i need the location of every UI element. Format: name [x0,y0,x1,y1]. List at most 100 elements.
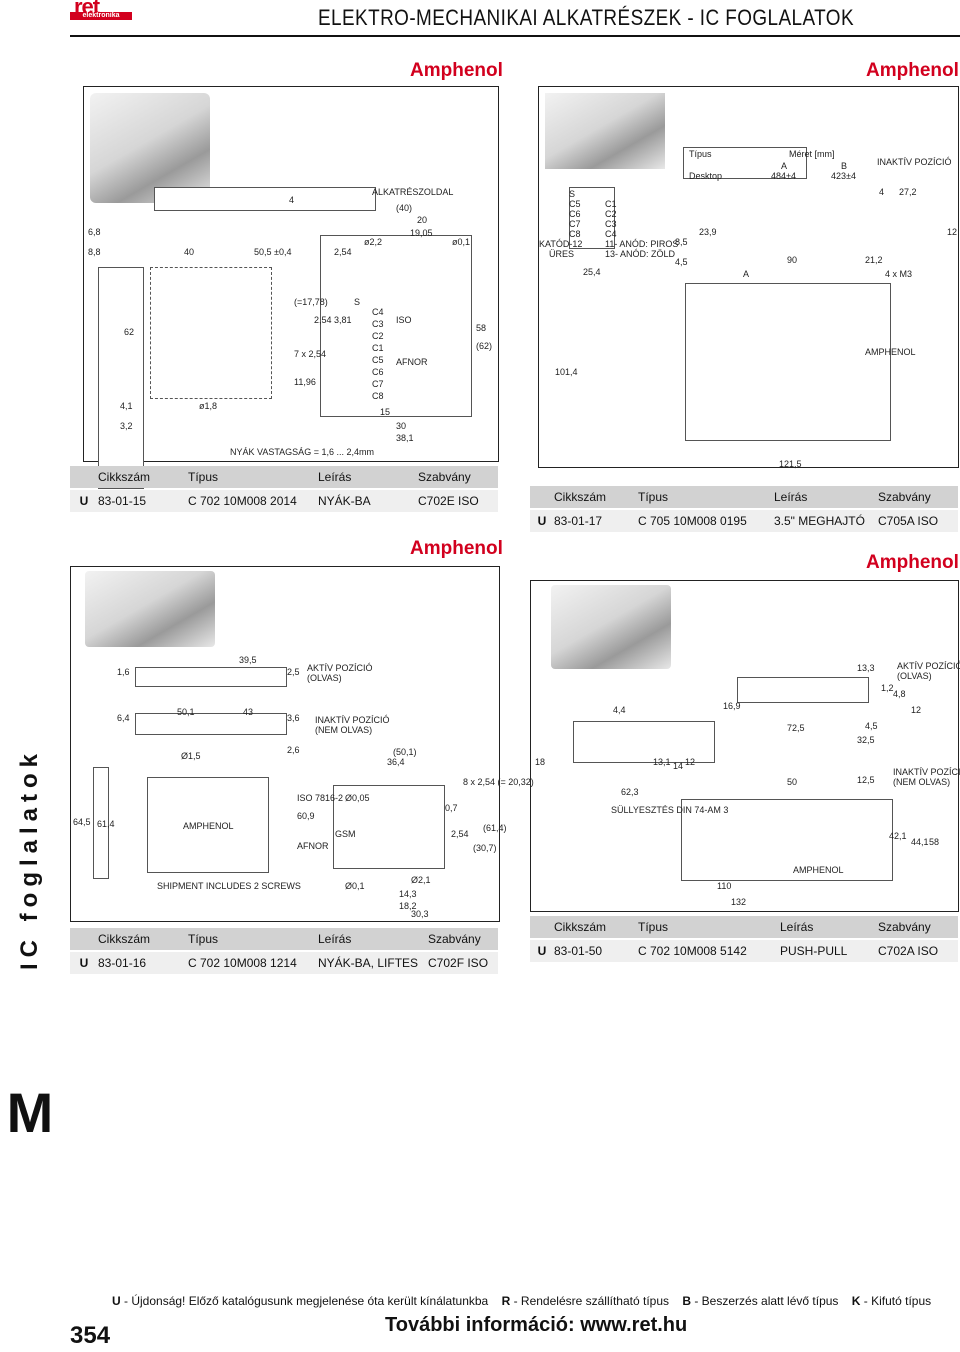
top-side-view-drawing [737,677,869,703]
dim-label: ALKATRÉSZOLDAL [372,187,454,197]
dim-label: 58 [476,323,487,333]
col-header: Cikkszám [98,932,151,946]
type: C 702 10M008 5142 [638,944,747,958]
dim-label: C2 [372,331,384,341]
dim-label: 6,4 [117,713,130,723]
more-info-link[interactable]: További információ: www.ret.hu [385,1314,688,1336]
product-photo [85,571,215,647]
dim-label: C3 [372,319,384,329]
description: NYÁK-BA [318,494,371,508]
product-table-83-01-17: Cikkszám Típus Leírás Szabvány U 83-01-1… [530,486,958,532]
contact-layout-drawing [320,235,472,417]
col-header: Leírás [780,920,814,934]
dim-label: 18 [535,757,546,767]
status-mark: U [79,956,89,970]
dim-label: 64,5 [73,817,91,827]
edge-view-drawing [93,767,109,879]
brand-label-1: Amphenol [410,60,503,81]
dim-label: 50,1 [177,707,195,717]
dim-label: 6,8 [88,227,101,237]
product-photo [90,93,210,203]
dim-label: 43 [243,707,254,717]
dim-label: 8 x 2,54 (= 20,32) [463,777,534,787]
dim-label: 15 [380,407,391,417]
dim-label: 4,4 [613,705,626,715]
dim-label: 11- ANÓD: PIROS [605,239,679,249]
dim-label: C7 [569,219,581,229]
standard: C702A ISO [878,944,939,958]
pinout-drawing [569,187,615,249]
type-table-cell: 423±4 [831,171,856,181]
dim-label: 36,4 [387,757,405,767]
col-header: Típus [188,932,219,946]
dim-label: ø1,8 [199,401,218,411]
dim-label: 25,4 [583,267,601,277]
description: PUSH-PULL [780,944,848,958]
dim-label: 4 [879,187,885,197]
table-row[interactable]: U 83-01-50 C 702 10M008 5142 PUSH-PULL C… [530,940,958,962]
dim-label: AMPHENOL [865,347,916,357]
dim-label: AMPHENOL [183,821,234,831]
dim-label: 2,54 [334,247,352,257]
dim-label: 62,3 [621,787,639,797]
edge-view-drawing [98,267,144,489]
status-legend: U - Újdonság! Előző katalógusunk megjele… [112,1294,931,1308]
dim-label: C8 [569,229,581,239]
status-mark: U [79,494,89,508]
dim-label: 42,1 [889,831,907,841]
dim-label: 2,54 [451,829,469,839]
product-table-83-01-15: Cikkszám Típus Leírás Szabvány U 83-01-1… [70,466,498,512]
dim-label: 132 [731,897,747,907]
dim-label: (40) [396,203,413,213]
dim-label: 19,05 [410,228,433,238]
dim-label: 72,5 [787,723,805,733]
dim-label: ISO 7816-2 [297,793,344,803]
side-view-drawing [154,187,376,211]
standard: C702E ISO [418,494,479,508]
table-row[interactable]: U 83-01-16 C 702 10M008 1214 NYÁK-BA, LI… [70,952,498,974]
dim-label: C4 [605,229,617,239]
type-table-header: A [781,161,788,171]
dim-label: 2,6 [287,745,300,755]
dim-label: ø0,1 [452,237,471,247]
dim-label: 44,1 [911,837,929,847]
dim-label: 4,5 [865,721,878,731]
dim-label: (61,4) [483,823,507,833]
dim-label: (NEM OLVAS) [315,725,373,735]
dim-label: SHIPMENT INCLUDES 2 SCREWS [157,881,301,891]
product-photo [545,93,665,169]
dim-label: 4,8 [893,689,906,699]
dim-label: (30,7) [473,843,497,853]
drive-top-view-drawing [685,283,891,441]
legend-text: - Rendelésre szállítható típus [510,1294,669,1308]
dim-label: 12 [947,227,958,237]
dim-label: AKTÍV POZÍCIÓ [307,663,373,673]
dim-label: INAKTÍV POZÍCIÓ [893,767,960,777]
dim-label: AKTÍV POZÍCIÓ [897,661,960,671]
legend-key: K [851,1294,861,1308]
dim-label: (=17,78) [294,297,328,307]
dim-label: INAKTÍV POZÍCIÓ [877,157,952,167]
dim-label: 7 x 2,54 [294,349,327,359]
dim-label: 50 [787,777,798,787]
table-row[interactable]: U 83-01-17 C 705 10M008 0195 3.5" MEGHAJ… [530,510,958,532]
contact-layout-drawing [333,785,445,869]
dim-label: (OLVAS) [307,673,342,683]
dim-label: 8,8 [88,247,101,257]
standard: C705A ISO [878,514,939,528]
col-header: Szabvány [418,470,471,484]
dim-label: 32,5 [857,735,875,745]
sidebar-letter: M [6,1081,54,1144]
dim-label: 23,9 [699,227,717,237]
dim-label: 50,5 ±0,4 [254,247,292,257]
type: C 702 10M008 2014 [188,494,297,508]
dim-label: 14 [673,761,684,771]
table-row[interactable]: U 83-01-15 C 702 10M008 2014 NYÁK-BA C70… [70,490,498,512]
dim-label: 110 [717,881,732,891]
dim-label: 18,2 [399,901,417,911]
product-panel-83-01-50: 13,3 AKTÍV POZÍCIÓ (OLVAS) 1,2 4,8 12 16… [530,580,960,912]
side-view-lifted-drawing [135,713,287,735]
dim-label: 11,96 [294,377,316,387]
type: C 702 10M008 1214 [188,956,297,970]
dim-label: C8 [372,391,384,401]
